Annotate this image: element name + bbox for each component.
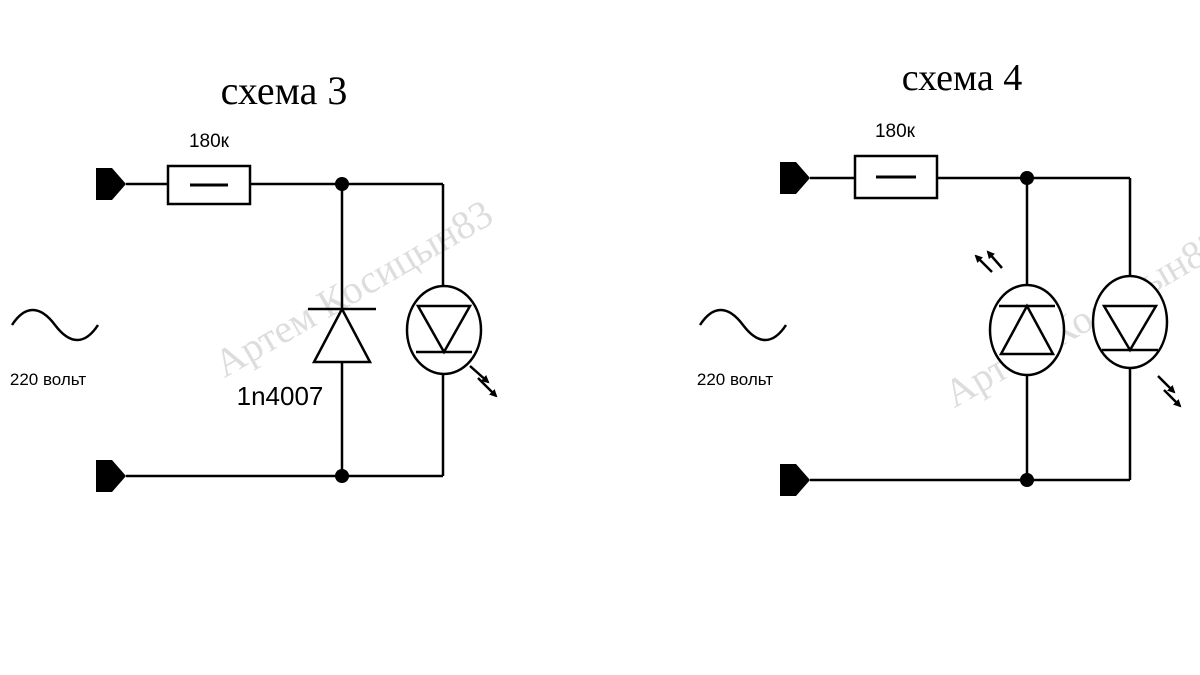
input-terminal-bottom — [96, 460, 126, 492]
led-light-arrows — [469, 365, 498, 398]
schematic-3: схема 3 Артем Косицын83 180к 1n4 — [10, 68, 500, 492]
input-terminal-bottom — [780, 464, 810, 496]
ac-source-symbol — [698, 308, 788, 342]
led-1-light-arrows — [974, 250, 1003, 273]
input-terminal-top — [96, 168, 126, 200]
led-1 — [988, 283, 1066, 377]
led-2-light-arrows — [1157, 375, 1182, 408]
source-label: 220 вольт — [697, 370, 773, 389]
junction-dot-top — [335, 177, 349, 191]
resistor-180k — [853, 154, 939, 200]
source-label: 220 вольт — [10, 370, 86, 389]
schematic-3-title: схема 3 — [221, 68, 348, 113]
junction-dot-bottom — [335, 469, 349, 483]
resistor-180k — [166, 164, 252, 206]
schematic-4-title: схема 4 — [902, 57, 1022, 99]
schematic-4: схема 4 Артем Косицын83 180к — [697, 57, 1200, 496]
input-terminal-top — [780, 162, 810, 194]
resistor-label: 180к — [189, 131, 230, 152]
ac-source-symbol — [10, 308, 100, 342]
junction-dot-top — [1020, 171, 1034, 185]
resistor-label: 180к — [875, 121, 916, 142]
led — [405, 284, 483, 376]
diode-label: 1n4007 — [237, 381, 324, 411]
diode-1n4007 — [308, 306, 376, 364]
junction-dot-bottom — [1020, 473, 1034, 487]
led-2 — [1091, 274, 1169, 370]
